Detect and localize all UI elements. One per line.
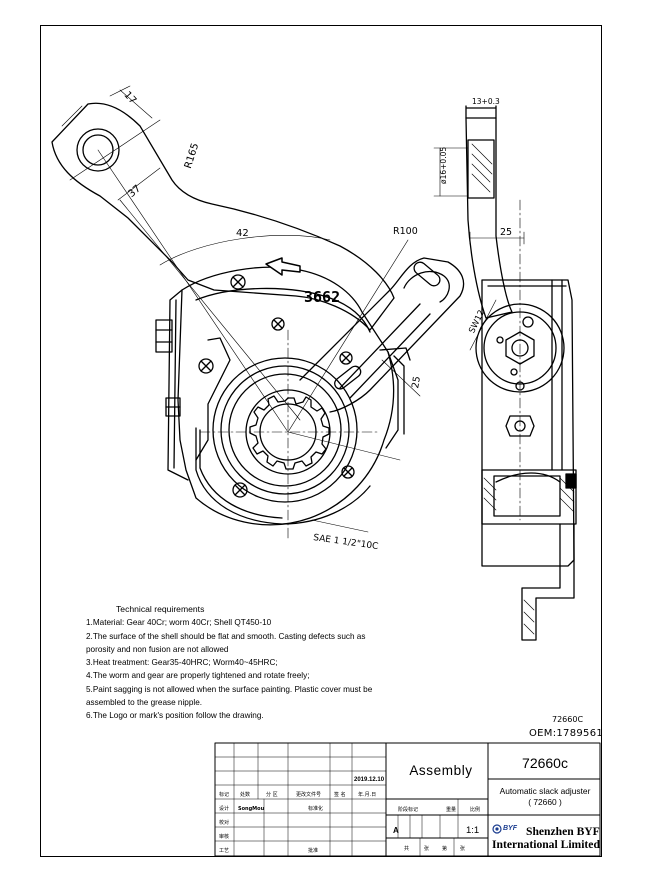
tech-item: 2.The surface of the shell should be fla… [86, 631, 366, 641]
row-label-2: 设计 [219, 805, 229, 812]
tech-item: 4.The worm and gear are properly tighten… [86, 671, 310, 681]
part-name-line2: ( 72660 ) [528, 797, 562, 807]
sheet-label-3: 第 [442, 845, 447, 852]
tech-item: 3.Heat treatment: Gear35-40HRC; Worm40~4… [86, 658, 278, 668]
title-block-grid-fine [214, 742, 459, 857]
company-line1: Shenzhen BYF [526, 825, 600, 838]
tech-item: 6.The Logo or mark's position follow the… [86, 711, 264, 721]
retaining-wire [195, 427, 371, 525]
worm-hex-head [155, 319, 173, 353]
oem-number: OEM:1789561 [529, 728, 604, 739]
company-line2: International Limited [492, 838, 600, 851]
side-arm-outline [465, 117, 513, 319]
dimension-labels: 17 R165 37 42 R100 3662 25 SAE 1 1/2"10C… [121, 90, 512, 552]
center-lines [61, 85, 421, 541]
dim-side-25: 25 [500, 227, 512, 238]
std-label: 标准化 [308, 805, 323, 812]
title-block-small-labels: 处数 分 区 更改文件号 签 名 年.月.日 标记 设计 校对 审核 工艺 So… [219, 791, 480, 854]
part-code-small: 72660C [552, 715, 584, 724]
header-label-4: 签 名 [334, 791, 346, 798]
stage-label-3: 比例 [470, 806, 480, 813]
housing-screws [198, 274, 355, 498]
approve-label: 批准 [308, 847, 318, 854]
dim-side-top: 13+0.3 [472, 97, 500, 106]
technical-requirements: Technical requirements 1.Material: Gear … [86, 603, 446, 723]
header-label-1: 处数 [240, 791, 250, 798]
company-name: Shenzhen BYF International Limited [492, 825, 604, 851]
housing-left-cover [167, 289, 189, 481]
mark-3662: 3662 [304, 288, 340, 306]
row-label-3: 校对 [219, 819, 229, 826]
tech-item: porosity and non fusion are not allowed [86, 644, 229, 654]
stage-label-1: 阶段标记 [398, 806, 418, 813]
tech-item: 1.Material: Gear 40Cr; worm 40Cr; Shell … [86, 618, 272, 628]
part-name-line1: Automatic slack adjuster [499, 786, 591, 796]
part-name: Automatic slack adjuster ( 72660 ) [490, 786, 600, 808]
dim-spline: SAE 1 1/2"10C [313, 533, 379, 552]
dim-r100: R100 [393, 226, 418, 237]
row-label-4: 审核 [219, 833, 229, 840]
logo-text: BYF [503, 825, 517, 832]
dim-42: 42 [236, 228, 249, 239]
tech-title: Technical requirements [116, 604, 205, 614]
gear-ring-outer [212, 357, 358, 503]
tech-item: 5.Paint sagging is not allowed when the … [86, 684, 373, 694]
header-label-3: 更改文件号 [296, 791, 321, 798]
sheet-label-2: 张 [424, 845, 429, 852]
control-arm-bracket [299, 257, 465, 413]
dim-side-dia: ø16+0.05 [439, 147, 448, 184]
stage-label-2: 重量 [446, 806, 456, 813]
byf-logo-icon [492, 824, 502, 834]
dim-r165: R165 [183, 142, 202, 170]
assembly-label: Assembly [409, 763, 473, 778]
row-label-5: 工艺 [219, 848, 229, 854]
title-block-grid [214, 742, 601, 857]
part-number: 72660c [522, 755, 568, 771]
side-bushing [467, 139, 495, 199]
sheet-label-4: 张 [460, 845, 465, 852]
bracket-slot [413, 261, 441, 287]
bracket-slot-lower [334, 365, 362, 390]
sheet-label-1: 共 [404, 845, 409, 852]
side-bracket-leg [521, 523, 575, 641]
dim-37: 37 [126, 183, 143, 200]
header-label-2: 分 区 [266, 791, 278, 798]
spline-teeth [249, 395, 330, 470]
front-view [51, 85, 465, 541]
side-housing [481, 279, 575, 567]
scale-value: 1:1 [466, 825, 480, 836]
drawing-date: 2019.12.10 [354, 777, 385, 783]
header-label-5: 年.月.日 [358, 791, 376, 798]
tech-item: assembled to the grease nipple. [86, 698, 203, 708]
side-view [433, 105, 577, 641]
direction-arrow [265, 257, 301, 276]
dim-25-main: 25 [410, 375, 423, 389]
stage-mark: A [393, 826, 399, 835]
designer-name: SongMou [238, 806, 265, 812]
adjuster-arm-outline [51, 102, 395, 331]
row-label-1: 标记 [219, 791, 229, 798]
arm-bushing-eye [76, 128, 120, 172]
